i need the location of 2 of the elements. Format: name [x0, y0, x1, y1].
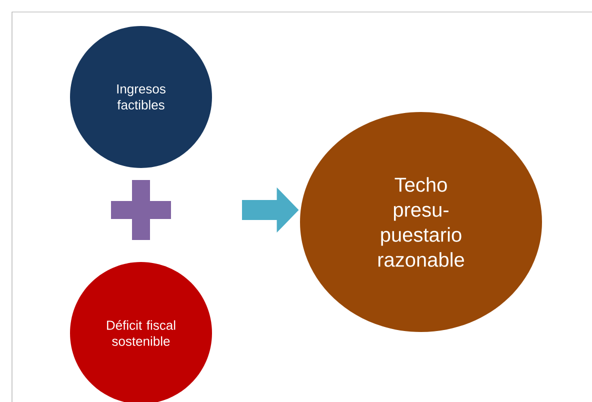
circle-node: Techo presu- puestario razonable	[300, 112, 542, 332]
circle-node: Ingresos factibles	[70, 26, 212, 168]
